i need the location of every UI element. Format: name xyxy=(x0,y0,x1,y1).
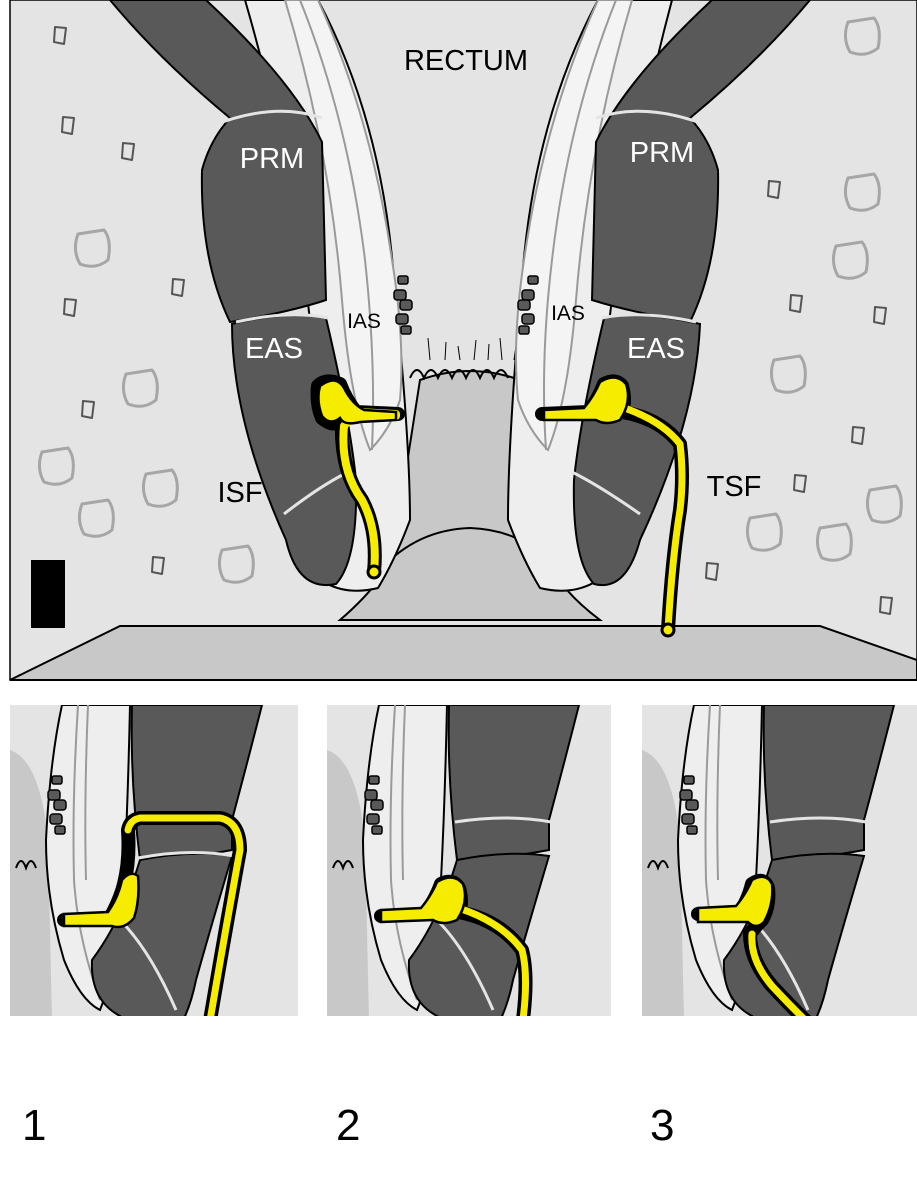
label-rectum: RECTUM xyxy=(404,45,528,77)
label-prm-right: PRM xyxy=(630,137,694,169)
panel-3 xyxy=(642,705,917,1181)
label-prm-left: PRM xyxy=(240,143,304,175)
panel-number-2: 2 xyxy=(336,1101,360,1150)
label-ias-left: IAS xyxy=(347,310,381,333)
label-isf: ISF xyxy=(217,477,262,509)
panel-2 xyxy=(327,705,611,1181)
panel-1 xyxy=(10,705,298,1181)
label-eas-left: EAS xyxy=(245,333,303,365)
panel-number-1: 1 xyxy=(22,1101,46,1150)
main-diagram: RECTUM PRM PRM EAS EAS IAS IAS ISF TSF xyxy=(10,0,917,680)
label-eas-right: EAS xyxy=(627,333,685,365)
label-tsf: TSF xyxy=(707,471,762,503)
panel-number-3: 3 xyxy=(650,1101,674,1150)
scale-bar xyxy=(31,560,65,628)
perineal-skin xyxy=(10,626,917,680)
label-ias-right: IAS xyxy=(551,302,585,325)
